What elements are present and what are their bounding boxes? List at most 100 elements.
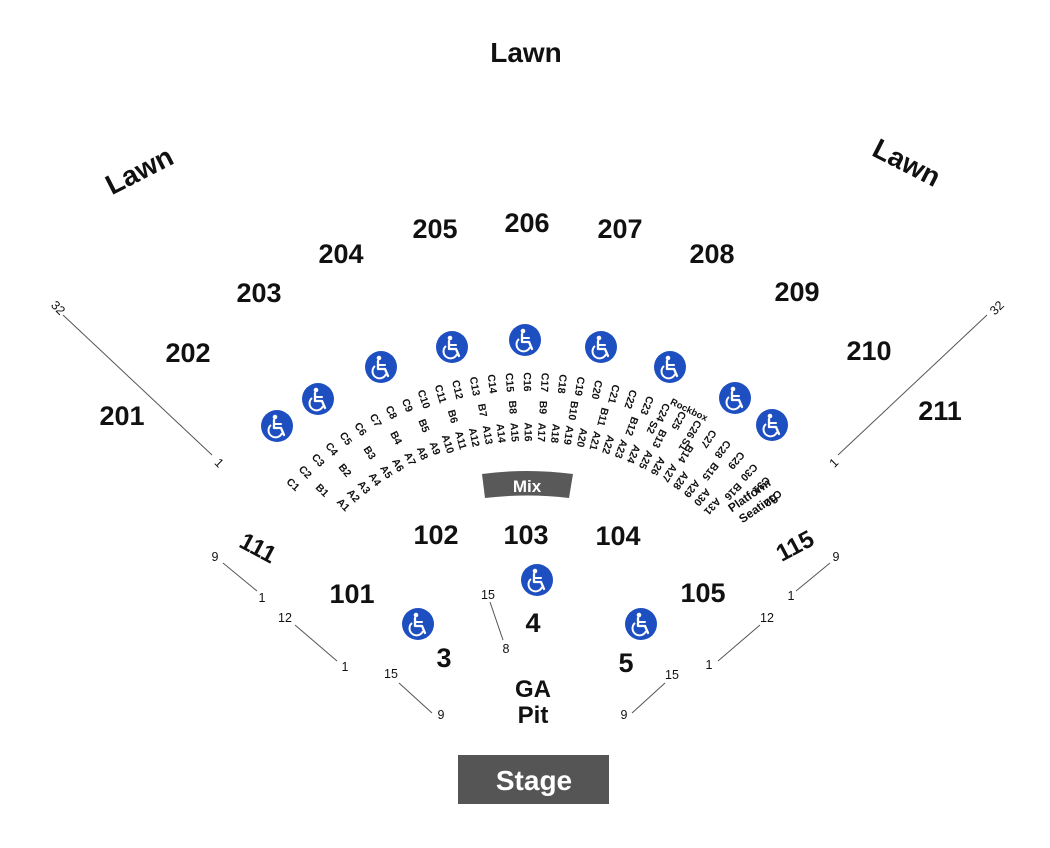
row-line-4 — [489, 601, 504, 641]
row-marker-4-start: 15 — [481, 588, 495, 602]
box-seat-b4[interactable]: B4 — [387, 429, 404, 447]
box-seat-c21[interactable]: C21 — [605, 383, 622, 405]
box-seat-c11[interactable]: C11 — [432, 383, 449, 404]
box-seat-a18[interactable]: A18 — [548, 423, 562, 443]
box-seat-c3[interactable]: C3 — [309, 451, 327, 469]
ga-pit[interactable]: GA Pit — [515, 676, 551, 729]
section-207[interactable]: 207 — [597, 214, 642, 244]
section-210[interactable]: 210 — [846, 336, 891, 366]
box-seat-c4[interactable]: C4 — [322, 440, 340, 458]
box-seat-c1[interactable]: C1 — [284, 476, 302, 494]
box-seat-a16[interactable]: A16 — [522, 422, 534, 442]
wheelchair-icon[interactable] — [507, 322, 543, 358]
section-209[interactable]: 209 — [774, 277, 819, 307]
section-211[interactable]: 211 — [918, 396, 962, 426]
box-seat-c7[interactable]: C7 — [367, 412, 384, 430]
box-seat-b9[interactable]: B9 — [536, 400, 549, 414]
box-seat-a6[interactable]: A6 — [389, 456, 406, 474]
box-seat-b10[interactable]: B10 — [565, 400, 580, 421]
box-seat-c5[interactable]: C5 — [337, 430, 355, 448]
box-seat-c15[interactable]: C15 — [503, 373, 516, 393]
box-seat-c27[interactable]: C27 — [698, 427, 719, 450]
box-seat-c23[interactable]: C23 — [637, 394, 655, 416]
box-seat-s1[interactable]: S1 — [676, 436, 693, 453]
box-seat-a20[interactable]: A20 — [574, 427, 590, 448]
section-103[interactable]: 103 — [503, 520, 548, 550]
wheelchair-icon[interactable] — [363, 349, 399, 385]
box-seat-c2[interactable]: C2 — [296, 463, 314, 481]
box-seat-b2[interactable]: B2 — [336, 462, 354, 480]
wheelchair-icon[interactable] — [583, 329, 619, 365]
box-seat-s2[interactable]: S2 — [644, 419, 660, 436]
box-seat-a10[interactable]: A10 — [439, 433, 456, 455]
box-seat-c17[interactable]: C17 — [538, 373, 551, 393]
row-marker-111-end: 1 — [259, 591, 266, 605]
section-4[interactable]: 4 — [525, 608, 540, 638]
lawn-label-top[interactable]: Lawn — [490, 37, 562, 68]
lawn-label-right[interactable]: Lawn — [868, 133, 946, 193]
lawn-label-left[interactable]: Lawn — [100, 141, 178, 201]
section-5[interactable]: 5 — [618, 648, 633, 678]
wheelchair-icon[interactable] — [259, 408, 295, 444]
wheelchair-icon[interactable] — [754, 407, 790, 443]
section-205[interactable]: 205 — [412, 214, 457, 244]
box-seat-c14[interactable]: C14 — [485, 374, 499, 395]
box-seat-c9[interactable]: C9 — [399, 397, 415, 414]
box-seat-b15[interactable]: B15 — [699, 460, 720, 483]
box-seat-c6[interactable]: C6 — [351, 420, 368, 438]
box-seat-c10[interactable]: C10 — [415, 388, 433, 410]
box-seat-a15[interactable]: A15 — [508, 422, 521, 442]
box-seat-a22[interactable]: A22 — [599, 434, 616, 456]
stage[interactable]: Stage — [458, 755, 609, 804]
section-104[interactable]: 104 — [595, 521, 640, 551]
box-seat-b7[interactable]: B7 — [475, 403, 489, 418]
box-seat-b6[interactable]: B6 — [445, 409, 460, 425]
section-101[interactable]: 101 — [329, 579, 374, 609]
box-seat-c8[interactable]: C8 — [383, 404, 400, 421]
box-seat-c18[interactable]: C18 — [555, 374, 569, 395]
section-204[interactable]: 204 — [318, 239, 363, 269]
box-seat-a21[interactable]: A21 — [587, 430, 603, 452]
box-seat-b5[interactable]: B5 — [415, 417, 431, 434]
row-marker-115-end: 1 — [788, 589, 795, 603]
mix-booth[interactable]: Mix — [482, 471, 573, 498]
section-201[interactable]: 201 — [99, 401, 144, 431]
box-seat-b3[interactable]: B3 — [361, 444, 378, 462]
box-seat-c12[interactable]: C12 — [449, 379, 465, 401]
section-3[interactable]: 3 — [436, 643, 451, 673]
box-seat-a17[interactable]: A17 — [535, 422, 548, 442]
wheelchair-icon[interactable] — [623, 606, 659, 642]
wheelchair-icon[interactable] — [652, 349, 688, 385]
wheelchair-icon[interactable] — [400, 606, 436, 642]
section-111[interactable]: 111 — [235, 528, 281, 569]
section-208[interactable]: 208 — [689, 239, 734, 269]
section-115[interactable]: 115 — [772, 525, 819, 567]
box-seat-b11[interactable]: B11 — [594, 406, 610, 427]
section-105[interactable]: 105 — [680, 578, 725, 608]
box-seat-a8[interactable]: A8 — [414, 445, 430, 462]
box-seat-a11[interactable]: A11 — [452, 430, 468, 451]
box-seat-a7[interactable]: A7 — [401, 450, 418, 468]
box-seat-a14[interactable]: A14 — [494, 423, 508, 444]
box-seat-c13[interactable]: C13 — [467, 376, 482, 397]
box-seat-a13[interactable]: A13 — [480, 424, 495, 445]
box-seat-a9[interactable]: A9 — [427, 440, 443, 457]
box-seat-c22[interactable]: C22 — [621, 388, 639, 410]
wheelchair-icon[interactable] — [434, 329, 470, 365]
box-seat-c20[interactable]: C20 — [589, 379, 605, 401]
box-seat-b12[interactable]: B12 — [622, 415, 640, 437]
section-203[interactable]: 203 — [236, 278, 281, 308]
row-marker-101-end: 1 — [342, 660, 349, 674]
box-seat-c19[interactable]: C19 — [572, 376, 587, 397]
section-202[interactable]: 202 — [165, 338, 210, 368]
box-seat-a12[interactable]: A12 — [466, 427, 482, 449]
box-seat-b1[interactable]: B1 — [313, 482, 331, 500]
section-102[interactable]: 102 — [413, 520, 458, 550]
wheelchair-icon[interactable] — [519, 562, 555, 598]
box-seat-c16[interactable]: C16 — [521, 372, 533, 392]
box-seat-a19[interactable]: A19 — [561, 425, 576, 446]
wheelchair-icon[interactable] — [717, 380, 753, 416]
wheelchair-icon[interactable] — [300, 381, 336, 417]
box-seat-b8[interactable]: B8 — [506, 400, 519, 414]
section-206[interactable]: 206 — [504, 208, 549, 238]
